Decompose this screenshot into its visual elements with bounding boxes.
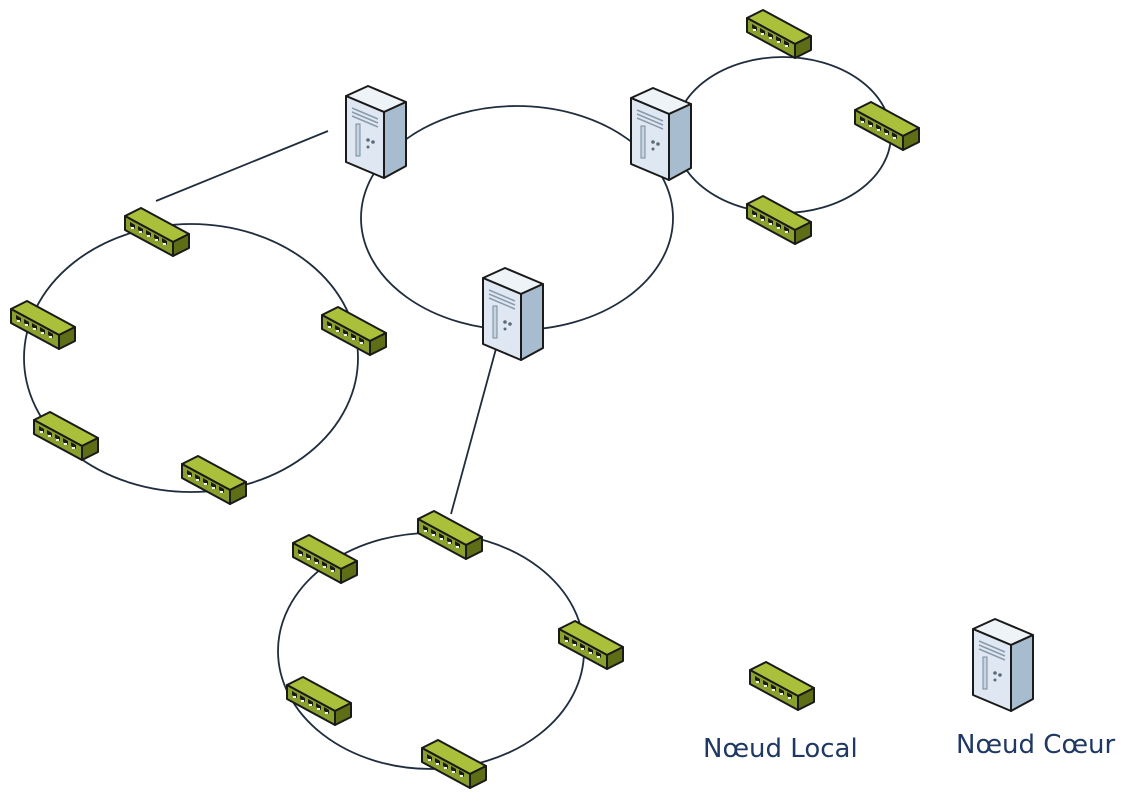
local-node-switch [124,207,190,257]
core-node-server-2 [630,87,692,181]
local-node-switch [854,101,920,151]
core-node-server-3 [482,267,544,361]
local-node-switch [321,306,387,356]
local-node-switch [558,620,624,670]
local-node-switch [421,739,487,789]
legend-core-node-label: Nœud Cœur [956,730,1116,760]
local-node-switch [292,534,358,584]
local-node-switch [417,510,483,560]
local-node-switch [746,9,812,59]
ring-left [23,223,359,493]
link-core-to-left-ring [155,130,329,202]
legend-core-node-icon [972,618,1034,712]
local-node-switch [10,300,76,350]
legend-local-node-icon [749,661,815,711]
local-node-switch [286,676,352,726]
legend-local-node-label: Nœud Local [703,734,858,764]
local-node-switch [746,195,812,245]
ring-top-right [674,56,892,214]
link-core-to-bottom-ring [450,344,498,515]
local-node-switch [181,455,247,505]
core-node-server-1 [345,85,407,179]
local-node-switch [33,411,99,461]
